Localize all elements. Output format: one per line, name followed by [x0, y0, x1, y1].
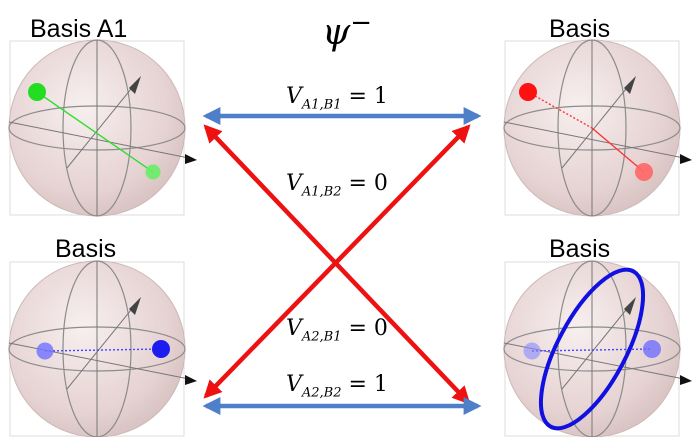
- state-point: [36, 342, 54, 360]
- sphere-label-b2: Basis: [549, 235, 611, 263]
- equation-a2-b2: VA2,B2 = 1: [286, 372, 388, 401]
- state-point: [519, 83, 537, 101]
- eq-var: V: [286, 316, 302, 341]
- state-title: ψ−: [322, 10, 372, 51]
- eq-sub: A2,B2: [301, 385, 342, 401]
- eq-var: V: [286, 171, 302, 196]
- state-point: [635, 163, 653, 181]
- eq-rhs: = 1: [341, 84, 388, 109]
- state-point: [643, 340, 661, 358]
- eq-rhs: = 0: [341, 171, 388, 196]
- red-arrow-a2-b1: [203, 124, 471, 399]
- sphere-label-a1: Basis A1: [30, 15, 128, 43]
- equation-a1-b1: VA1,B1 = 1: [286, 84, 388, 113]
- state-point: [145, 164, 161, 180]
- state-ring: [538, 267, 646, 431]
- title-superscript: −: [350, 8, 373, 38]
- equation-a1-b2: VA1,B2 = 0: [286, 171, 388, 200]
- eq-rhs: = 0: [341, 316, 388, 341]
- state-point: [28, 83, 46, 101]
- bloch-sphere-a2: [8, 260, 197, 438]
- eq-rhs: = 1: [341, 372, 388, 397]
- title-symbol: ψ: [322, 12, 351, 53]
- state-point: [523, 342, 541, 360]
- equation-a2-b1: VA2,B1 = 0: [286, 316, 388, 345]
- state-point: [152, 340, 170, 358]
- eq-var: V: [286, 84, 302, 109]
- bloch-sphere-b2: [503, 260, 692, 438]
- eq-sub: A1,B1: [301, 97, 342, 113]
- sphere-label-a2: Basis: [55, 235, 117, 263]
- eq-sub: A2,B1: [301, 329, 342, 345]
- sphere-label-b1: Basis: [549, 15, 611, 43]
- eq-sub: A1,B2: [301, 184, 342, 200]
- bloch-sphere-a1: [8, 39, 197, 217]
- bloch-sphere-b1: [503, 39, 692, 217]
- eq-var: V: [286, 372, 302, 397]
